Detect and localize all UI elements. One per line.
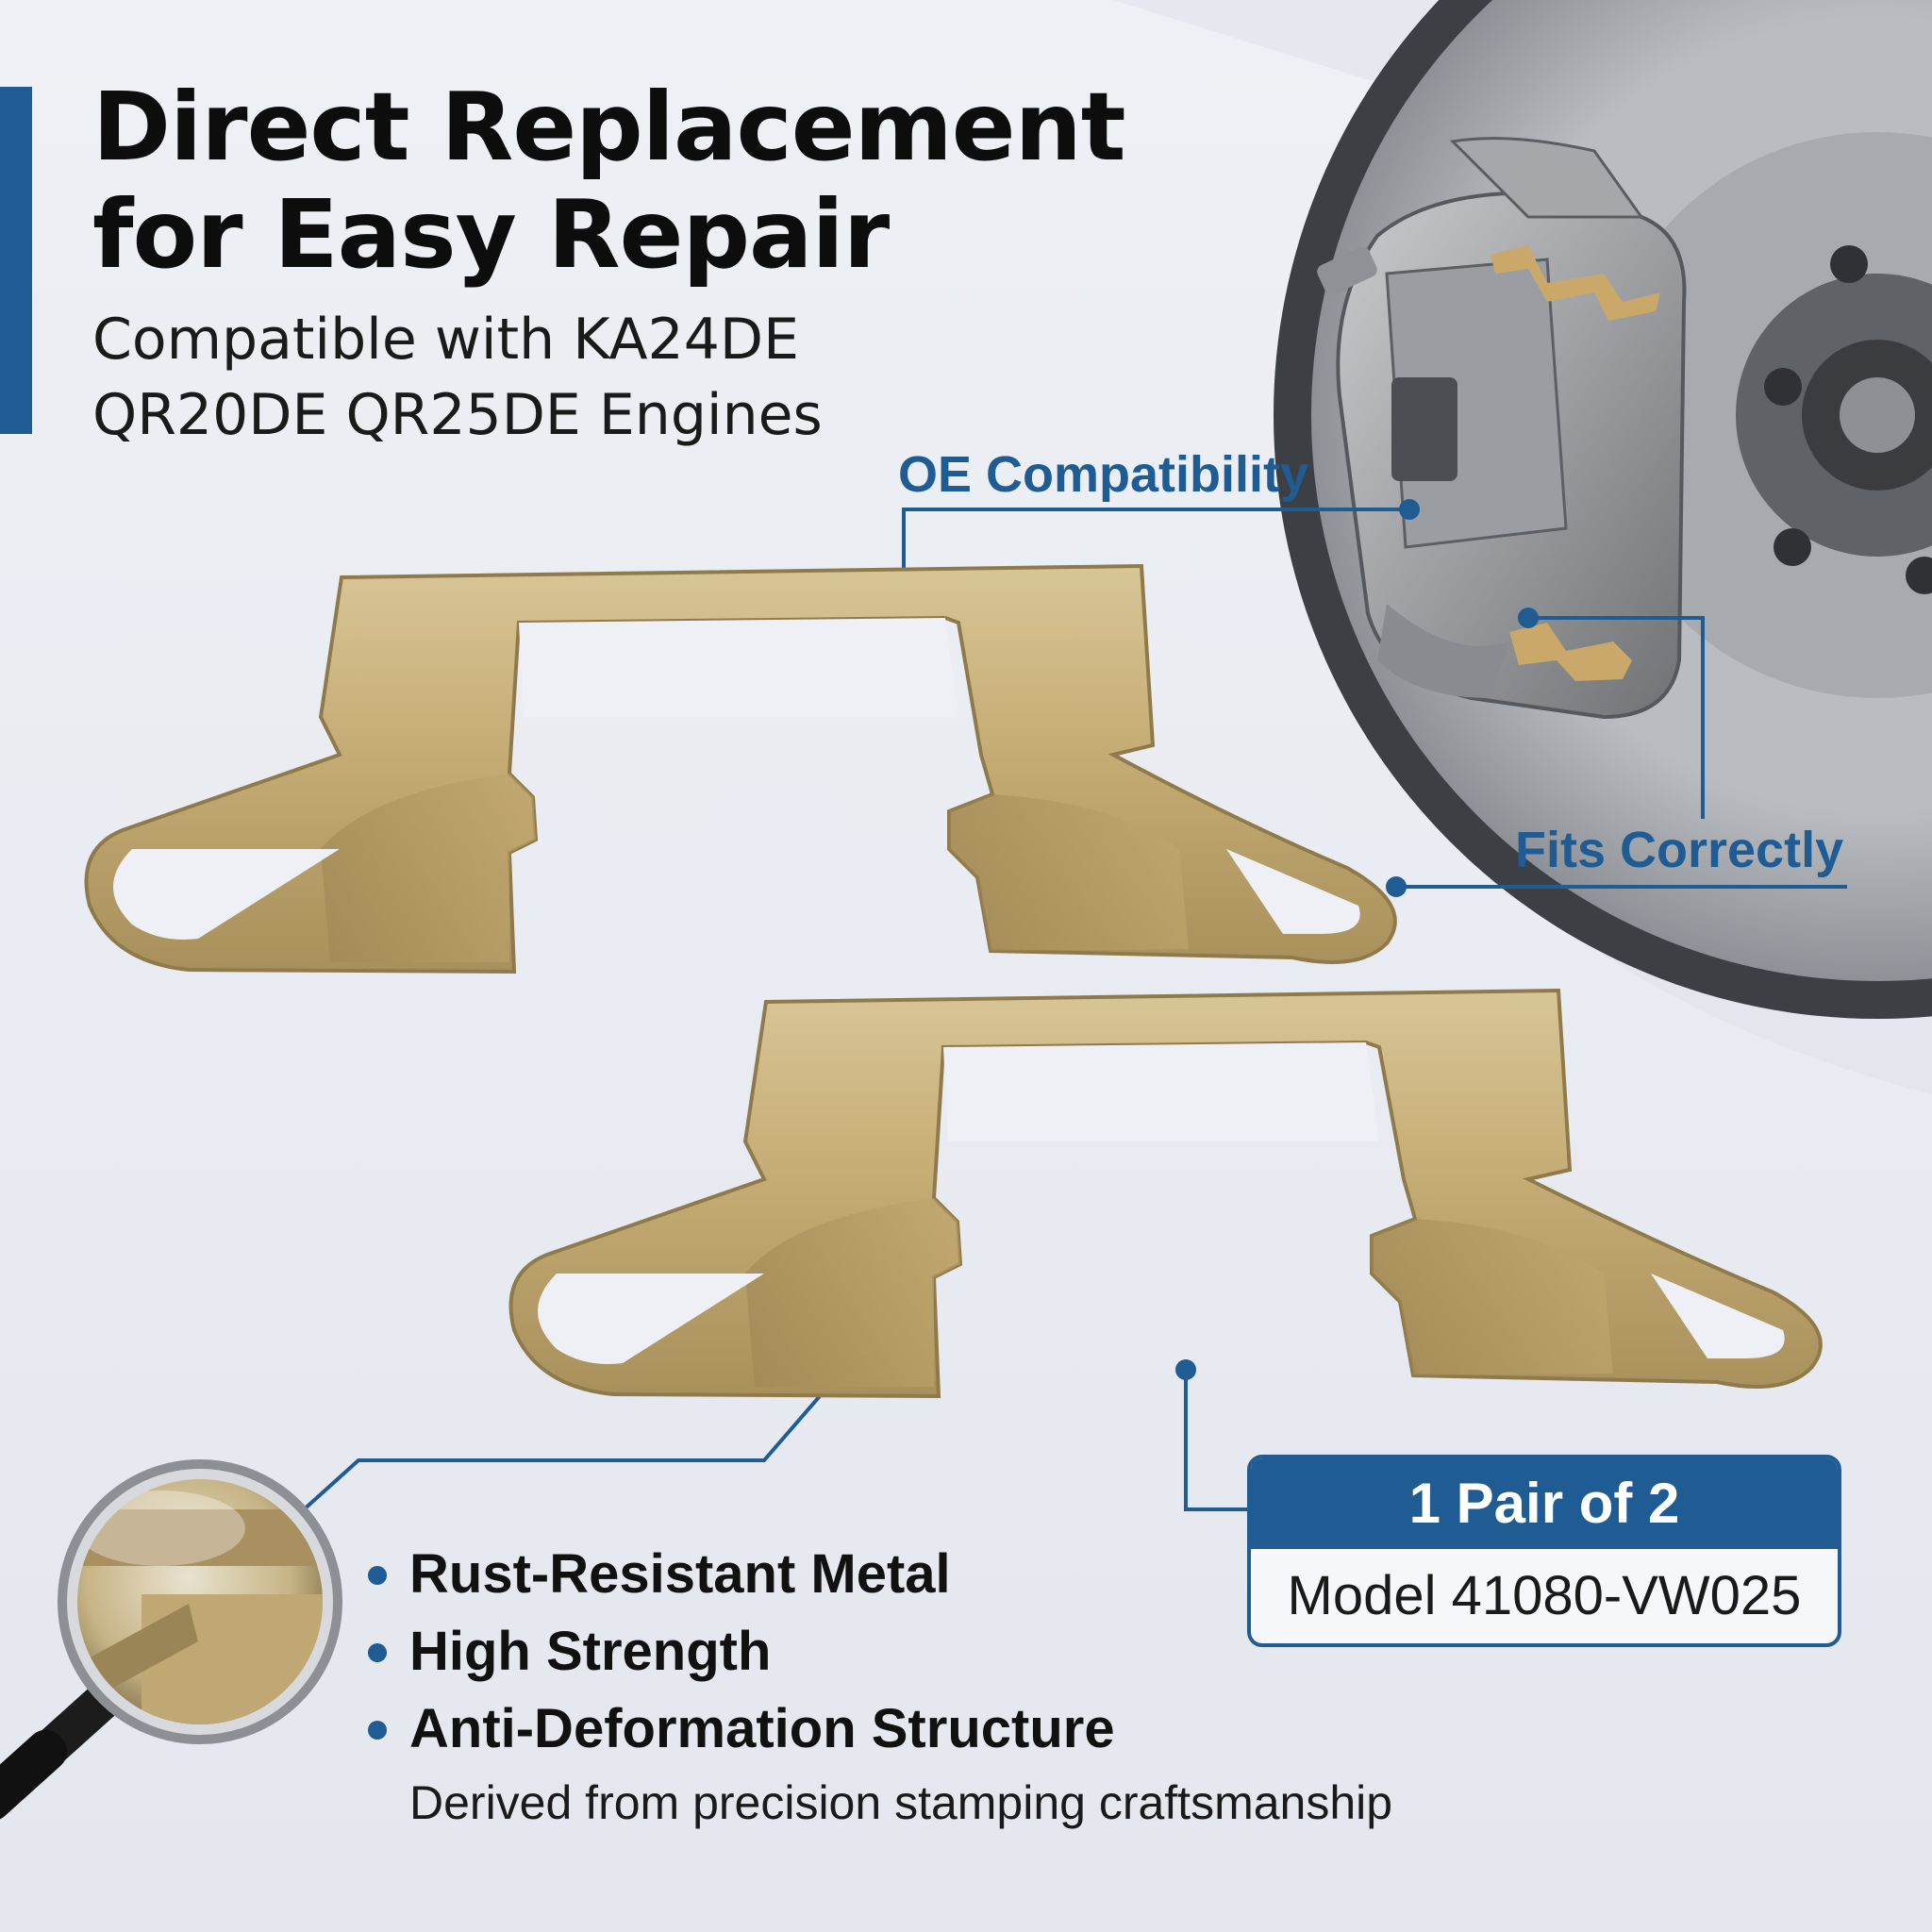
bullet-icon	[368, 1643, 387, 1662]
callout-lines	[281, 508, 1847, 1530]
brake-pad-clip-icon	[508, 988, 1823, 1399]
headline: Direct Replacement for Easy Repair	[92, 74, 1177, 289]
accent-bar	[0, 87, 32, 434]
fits-callout-line-upper	[1528, 616, 1705, 819]
subhead: Compatible with KA24DE QR20DE QR25DE Eng…	[92, 302, 998, 453]
feature-label: Anti-Deformation Structure	[409, 1698, 1115, 1759]
feature-list: Rust-Resistant Metal High Strength Anti-…	[366, 1536, 1115, 1768]
pack-callout-line	[1184, 1370, 1247, 1511]
magnifier-callout-line	[281, 1374, 840, 1530]
pack-info-box: 1 Pair of 2 Model 41080-VW025	[1247, 1455, 1841, 1647]
bullet-icon	[368, 1721, 387, 1740]
headline-line-2: for Easy Repair	[92, 179, 890, 290]
feature-label: High Strength	[409, 1621, 772, 1682]
craftsmanship-note: Derived from precision stamping craftsma…	[409, 1776, 1393, 1829]
model-number-label: Model 41080-VW025	[1287, 1565, 1802, 1626]
feature-item: Anti-Deformation Structure	[366, 1690, 1115, 1768]
bullet-icon	[368, 1566, 387, 1585]
brake-caliper-rotor-icon	[1113, 0, 1932, 1094]
oe-callout-line	[902, 508, 1409, 577]
subhead-line-2: QR20DE QR25DE Engines	[92, 382, 823, 448]
oe-compatibility-callout: OE Compatibility	[898, 446, 1309, 503]
headline-line-1: Direct Replacement	[92, 72, 1126, 182]
fits-correctly-callout: Fits Correctly	[1515, 822, 1844, 878]
feature-label: Rust-Resistant Metal	[409, 1543, 951, 1605]
subhead-line-1: Compatible with KA24DE	[92, 307, 800, 373]
feature-item: Rust-Resistant Metal	[366, 1536, 1115, 1613]
pack-count-label: 1 Pair of 2	[1251, 1458, 1838, 1549]
magnifying-glass-icon	[0, 1459, 342, 1822]
feature-item: High Strength	[366, 1613, 1115, 1690]
brake-pad-clip-icon	[84, 563, 1397, 974]
